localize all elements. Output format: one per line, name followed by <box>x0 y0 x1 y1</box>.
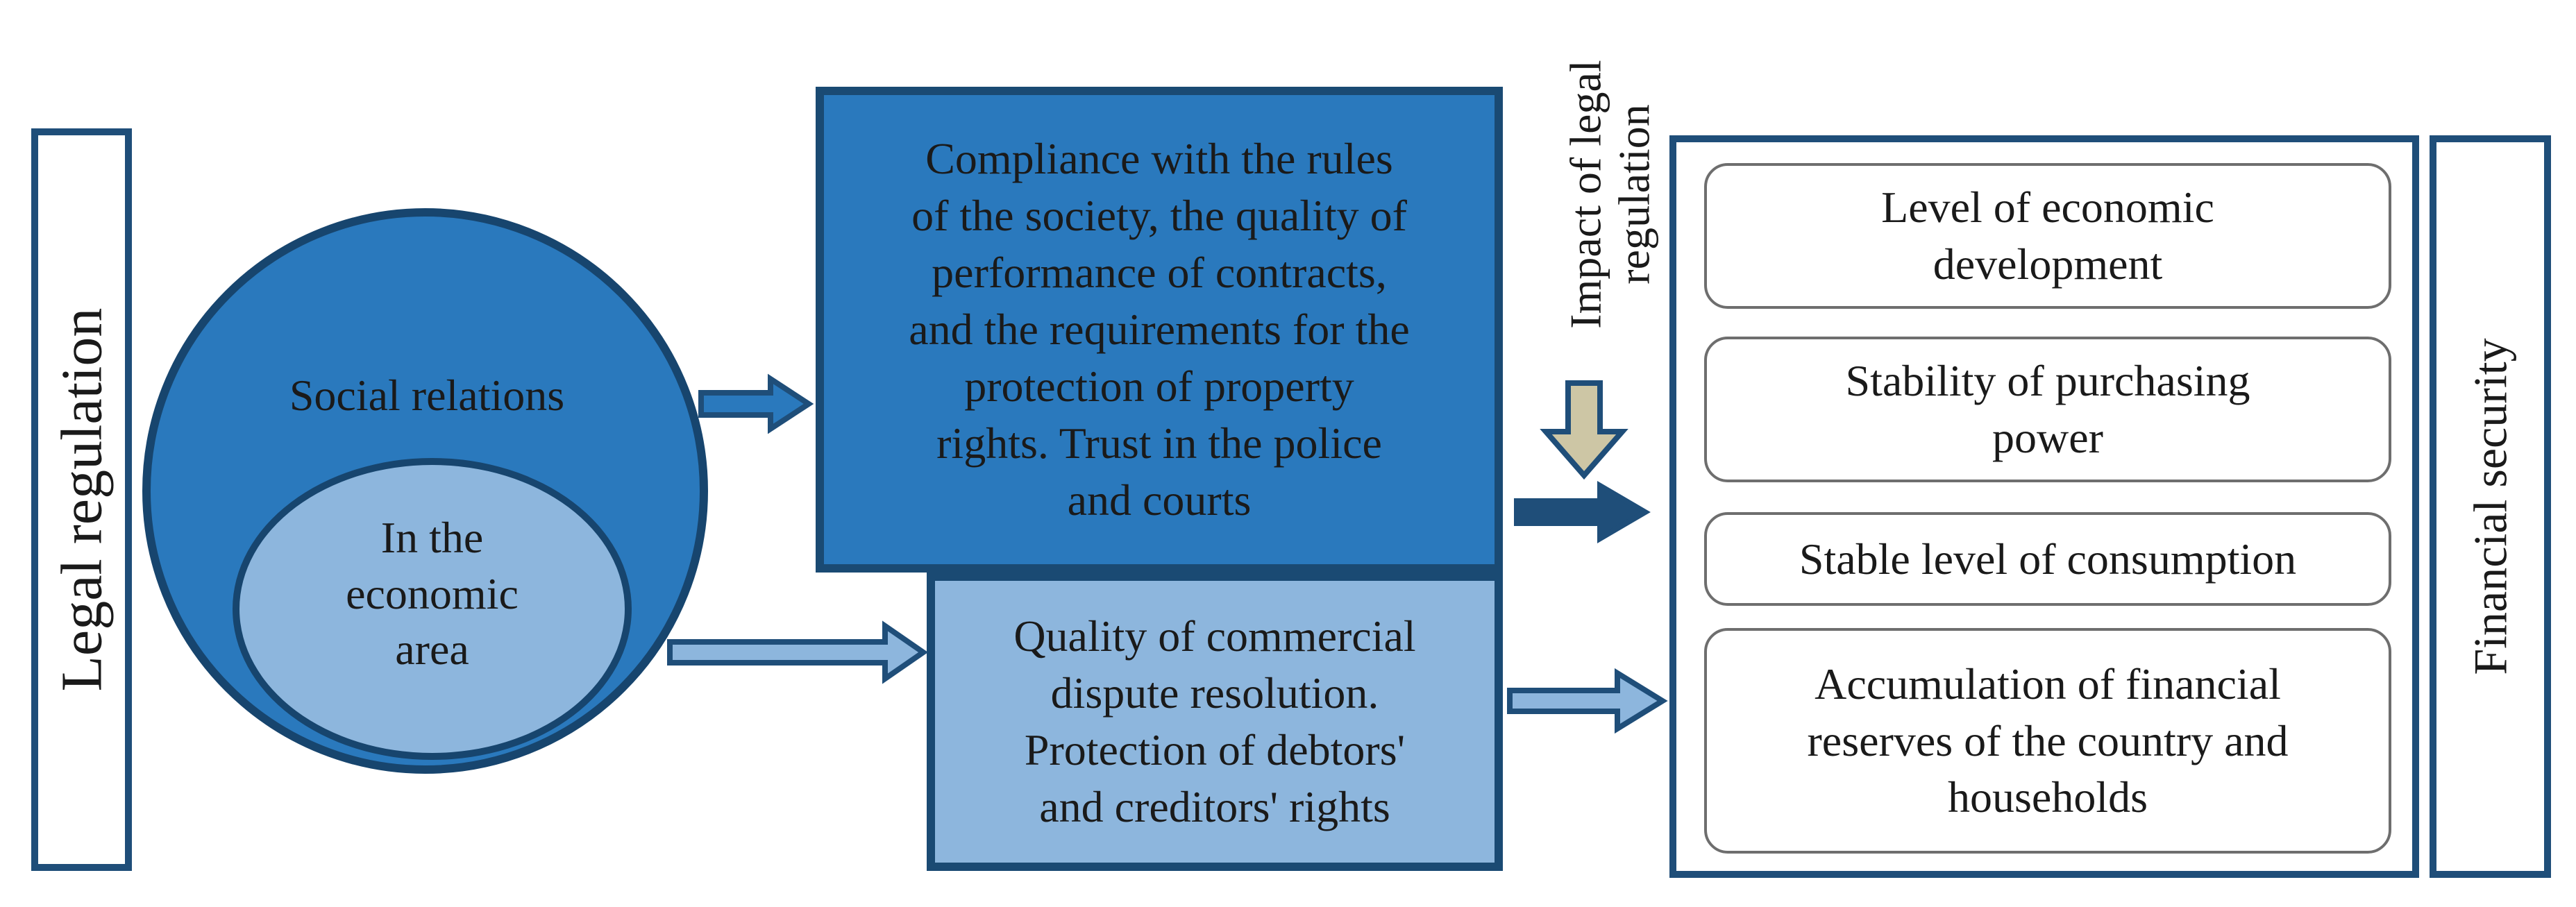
compliance-line: and courts <box>1067 475 1252 525</box>
arrow-right-icon <box>1507 668 1668 734</box>
outcome-line: households <box>1948 772 2148 822</box>
outcome-line: Accumulation of financial <box>1815 659 2281 709</box>
economic-area-label: In the economic area <box>278 510 587 678</box>
outcome-line: Stable level of consumption <box>1799 534 2297 584</box>
economic-area-line: In the <box>380 513 484 562</box>
arrow-down-icon <box>1540 380 1628 480</box>
compliance-line: protection of property <box>964 361 1354 411</box>
financial-security-bar: Financial security <box>2430 135 2551 878</box>
dispute-line: and creditors' rights <box>1039 781 1390 831</box>
arrow-right-icon <box>1514 481 1651 543</box>
economic-area-circle <box>233 458 632 760</box>
outcome-line: development <box>1933 239 2163 289</box>
dispute-line: Protection of debtors' <box>1024 725 1406 774</box>
dispute-line: dispute resolution. <box>1050 668 1379 718</box>
compliance-line: of the society, the quality of <box>911 191 1407 241</box>
compliance-box: Compliance with the rules of the society… <box>816 87 1503 573</box>
outcome-line: Level of economic <box>1881 183 2214 232</box>
economic-area-line: area <box>395 625 469 675</box>
legal-regulation-bar: Legal regulation <box>31 128 132 871</box>
compliance-line: and the requirements for the <box>909 305 1410 355</box>
dispute-line: Quality of commercial <box>1013 611 1416 661</box>
social-relations-label: Social relations <box>289 371 565 420</box>
outcome-consumption: Stable level of consumption <box>1704 512 2391 606</box>
compliance-line: performance of contracts, <box>932 248 1387 298</box>
arrow-right-icon <box>667 620 929 684</box>
economic-area-line: economic <box>346 568 519 618</box>
outcome-purchasing-power: Stability of purchasing power <box>1704 337 2391 482</box>
compliance-line: Compliance with the rules <box>925 134 1393 184</box>
arrow-right-icon <box>698 373 814 434</box>
outcome-line: Stability of purchasing <box>1845 356 2250 406</box>
dispute-resolution-box: Quality of commercial dispute resolution… <box>927 573 1503 871</box>
outcome-line: reserves of the country and <box>1807 715 2289 765</box>
outcome-financial-reserves: Accumulation of financial reserves of th… <box>1704 628 2391 854</box>
outcome-economic-development: Level of economic development <box>1704 163 2391 309</box>
compliance-line: rights. Trust in the police <box>936 418 1382 468</box>
outcome-line: power <box>1992 413 2103 462</box>
